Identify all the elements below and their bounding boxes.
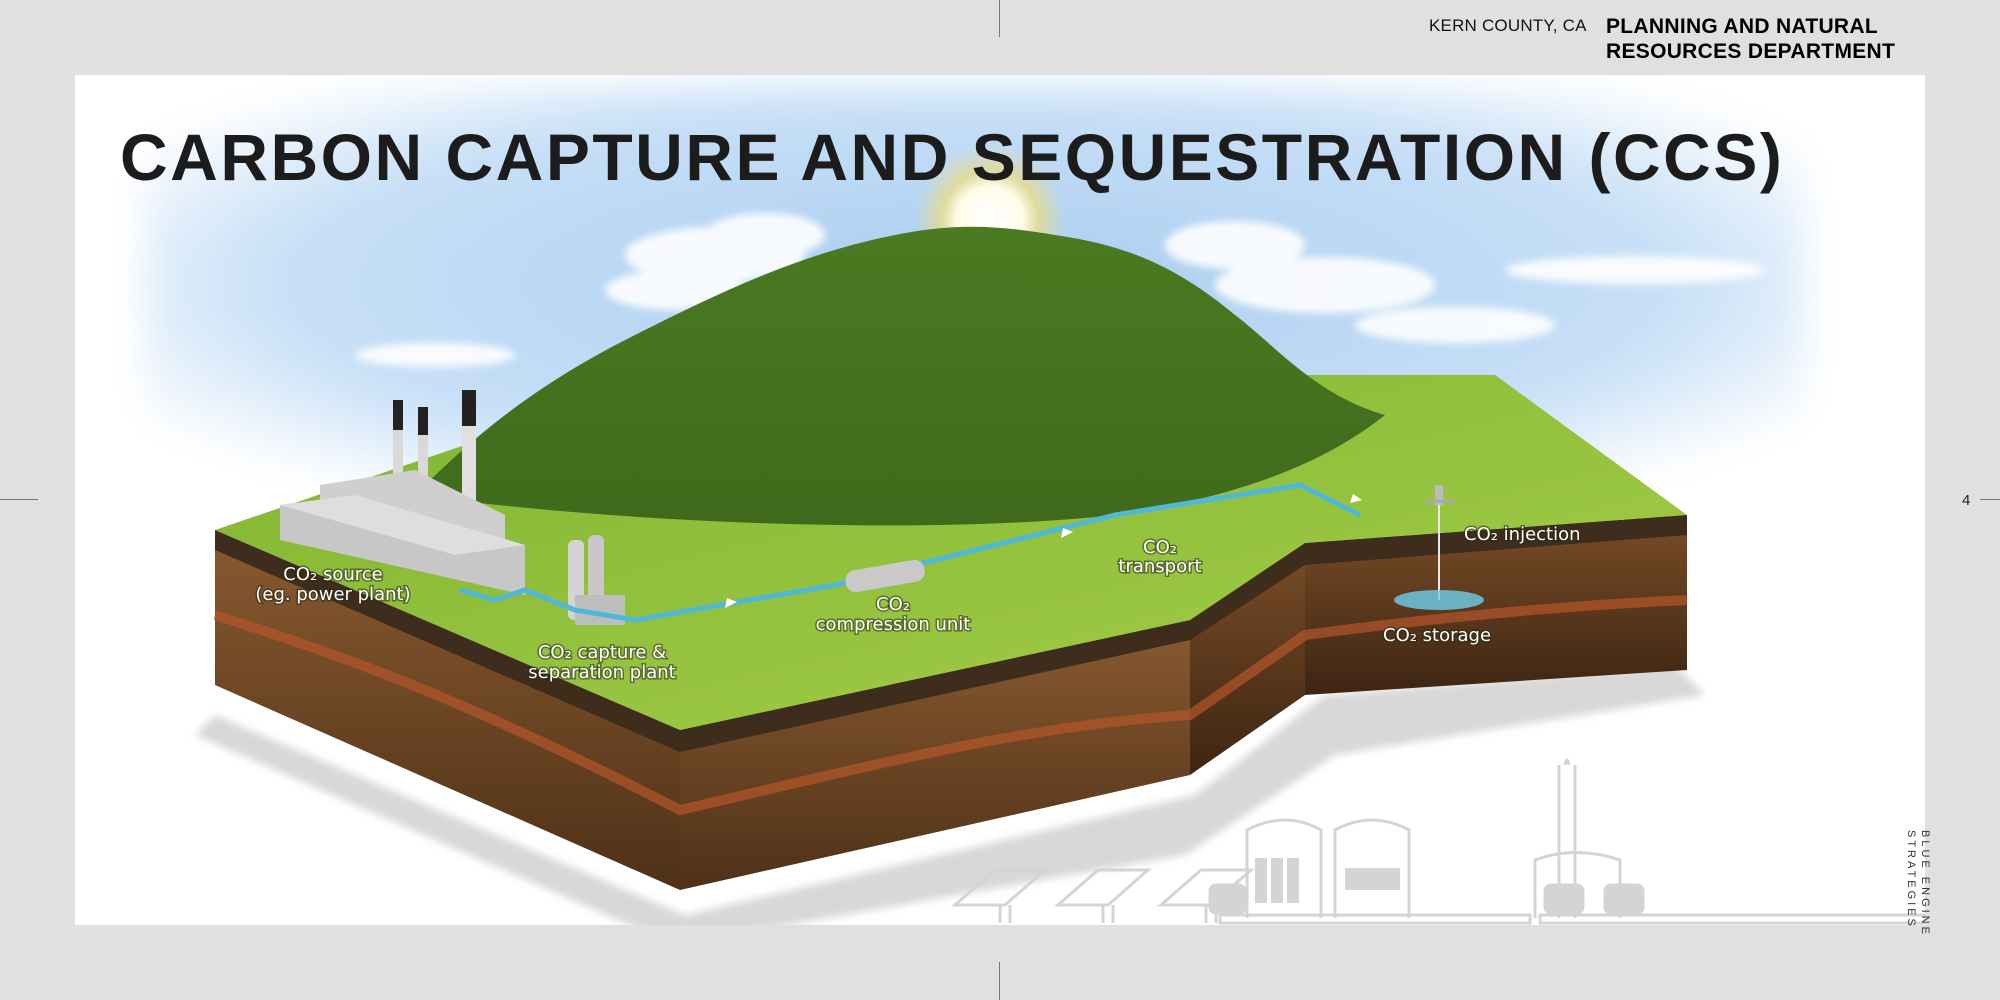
crop-mark-right (1980, 499, 2000, 500)
diagram-labels: CO₂ source (eg. power plant) CO₂ capture… (254, 523, 1582, 685)
slide-title: CARBON CAPTURE AND SEQUESTRATION (CCS) (120, 120, 1785, 194)
compression-unit (845, 559, 925, 593)
green-hill (415, 226, 1385, 526)
label-capture-2: separation plant (528, 662, 675, 683)
label-capture-1: CO₂ capture & (538, 642, 666, 663)
soil-right-face (1305, 515, 1687, 695)
building-icon (1245, 818, 1323, 918)
building-icon (1533, 851, 1622, 918)
topsoil-band (215, 515, 1687, 752)
ccs-illustration: CO₂ source (eg. power plant) CO₂ capture… (145, 85, 1925, 925)
header-county: KERN COUNTY, CA (1429, 16, 1587, 35)
building-icon (1333, 818, 1411, 918)
power-plant (280, 390, 525, 595)
header-department-line2: RESOURCES DEPARTMENT (1606, 40, 1896, 63)
industrial-line-art (951, 758, 1925, 925)
tank-icon (1208, 883, 1247, 915)
flow-arrow-3 (1350, 494, 1362, 503)
flow-arrow-1 (725, 598, 737, 608)
co2-pipeline (459, 482, 1362, 623)
brand-line1: BLUE ENGINE (1919, 830, 1931, 937)
crop-mark-top (999, 0, 1000, 37)
label-compression-2: compression unit (816, 614, 971, 635)
flow-arrow-2 (1061, 528, 1073, 538)
brand-footer: BLUE ENGINE STRATEGIES (1904, 830, 1932, 937)
label-transport-2: transport (1118, 556, 1201, 577)
label-storage: CO₂ storage (1383, 625, 1491, 646)
label-co2-source-2: (eg. power plant) (255, 584, 410, 605)
header-department: PLANNING AND NATURAL RESOURCES DEPARTMEN… (1606, 14, 1895, 64)
block-shadow (195, 665, 1705, 925)
slide: CO₂ source (eg. power plant) CO₂ capture… (75, 75, 1925, 925)
soil-left-face (215, 530, 680, 890)
solar-panel-icon (951, 868, 1049, 923)
label-injection: CO₂ injection (1464, 524, 1581, 545)
crop-mark-left (0, 499, 38, 500)
clouds (355, 213, 1765, 367)
label-transport-1: CO₂ (1143, 537, 1177, 558)
page-number: 4 (1962, 492, 1971, 509)
solar-panel-icon (1054, 868, 1152, 923)
header-department-line1: PLANNING AND NATURAL (1606, 15, 1878, 38)
injection-well (1394, 485, 1484, 610)
brand-line2: STRATEGIES (1905, 830, 1917, 929)
rock-stratum (213, 595, 1688, 816)
label-compression-1: CO₂ (876, 594, 910, 615)
crop-mark-bottom (999, 962, 1000, 1000)
label-co2-source-1: CO₂ source (283, 564, 382, 585)
